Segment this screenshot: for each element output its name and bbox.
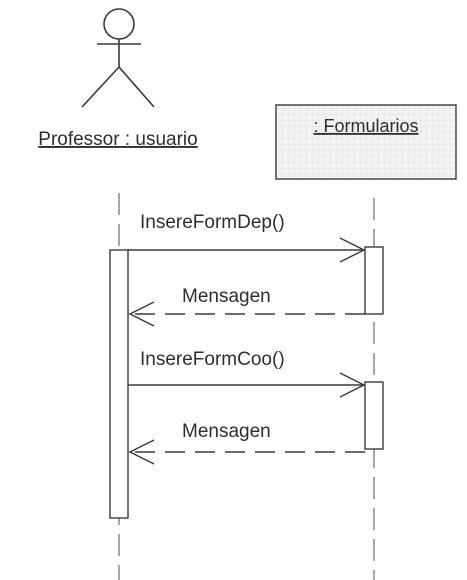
actor-label: Professor : usuario [38, 129, 197, 150]
return-label: Mensagen [182, 286, 271, 307]
actor-activation-bar [109, 249, 129, 519]
message-label: InsereFormDep() [140, 212, 285, 233]
message-insere-form-coo [128, 372, 366, 398]
arrow-head-icon [128, 439, 155, 465]
object-box-texture [277, 106, 455, 178]
return-label: Mensagen [182, 421, 271, 442]
actor-right-leg [118, 66, 155, 108]
actor-figure [81, 8, 155, 108]
return-message-1 [128, 301, 365, 327]
actor-head [103, 8, 135, 40]
message-label: InsereFormCoo() [140, 349, 285, 370]
object-label: : Formularios [313, 116, 418, 136]
arrow-head-icon [128, 301, 155, 327]
object-box: : Formularios [275, 104, 457, 180]
arrow-head-icon [339, 372, 366, 398]
object-activation-bar-2 [364, 381, 384, 450]
arrow-head-icon [339, 237, 366, 263]
actor-left-leg [81, 66, 120, 108]
object-activation-bar-1 [364, 246, 384, 315]
return-message-2 [128, 439, 365, 465]
message-insere-form-dep [128, 237, 366, 263]
